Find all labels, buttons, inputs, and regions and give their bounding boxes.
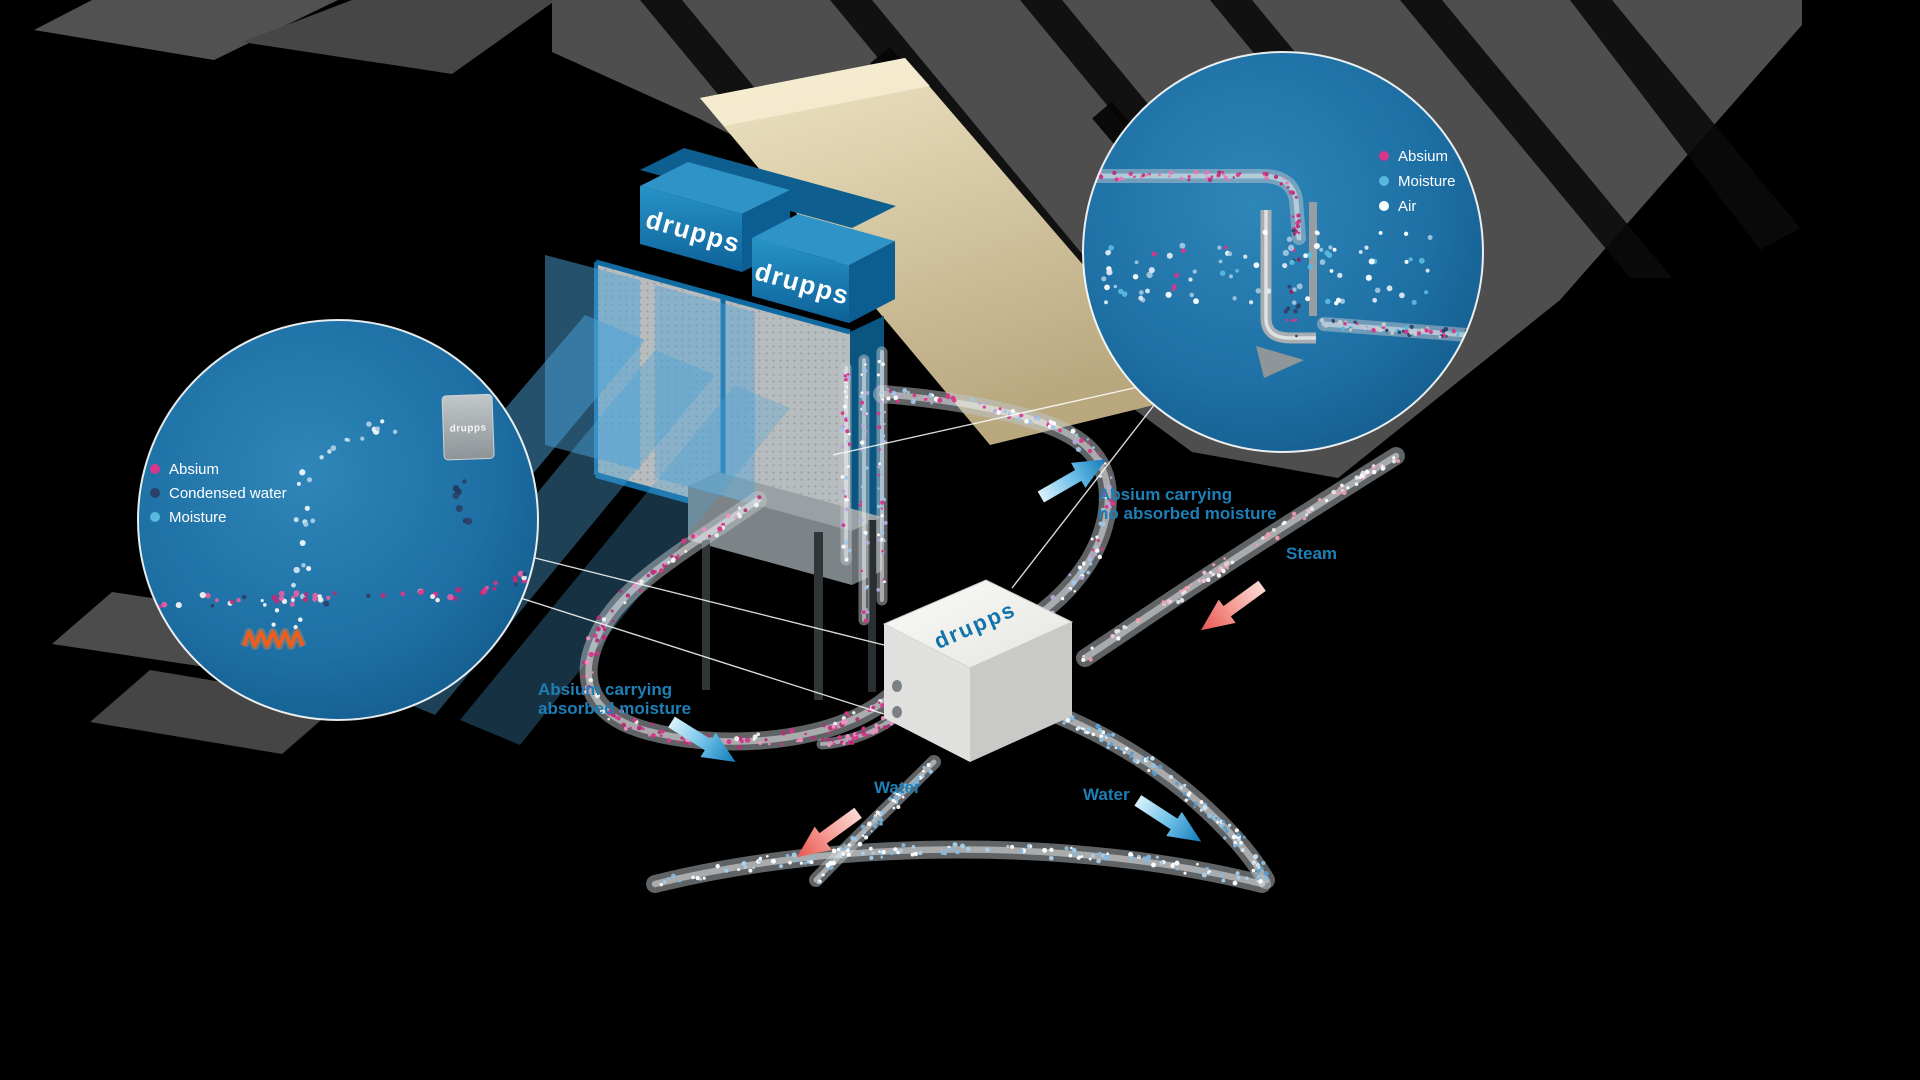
absium-return-label-line2: no absorbed moisture [1098,504,1277,523]
absium-out-label-line1: Absium carrying [538,680,672,699]
left-inset-legend: Absium Condensed water Moisture [150,461,287,526]
left-inset-particles [145,419,528,630]
legend-dot-absium [1379,151,1389,161]
right-inset-callout-2 [1011,399,1159,589]
legend-label-air: Air [1398,198,1416,215]
left-inset-border [137,319,539,721]
right-inset-pipes [1094,176,1480,378]
legend-dot-moisture [150,512,160,522]
absium-return-label-line1: Absium carrying [1098,485,1232,504]
right-inset-legend: Absium Moisture Air [1379,148,1456,215]
left-inset: drupps Absium Condensed water Moisture [137,319,539,721]
right-inset: Absium Moisture Air [1082,51,1484,453]
beige-beam [700,58,1195,445]
legend-label-absium: Absium [1398,148,1448,165]
left-inset-callout-1 [526,555,885,646]
steam-label: Steam [1286,544,1337,563]
left-inset-callout-2 [507,593,885,715]
water-right-label: Water [1083,785,1130,804]
legend-label-moisture: Moisture [1398,173,1456,190]
roof-stub-left [34,0,338,60]
right-inset-callout-1 [832,385,1144,456]
legend-label-moisture: Moisture [169,509,227,526]
chute-spout [1256,346,1304,378]
callout-lines [507,385,1159,715]
legend-dot-moisture [1379,176,1389,186]
legend-label-condensed-water: Condensed water [169,485,287,502]
regenerator-box: drupps [882,579,1074,762]
water-left-label: Water [874,778,921,797]
legend-label-absium: Absium [169,461,219,478]
main-unit: drupps drupps [594,148,896,700]
right-inset-border [1082,51,1484,453]
pipe-particles [582,359,1401,887]
legend-dot-air [1379,201,1389,211]
legend-dot-absium [150,464,160,474]
legend-dot-condensed-water [150,488,160,498]
roof-stub-left-2 [242,0,556,74]
mini-drupps-box-label: drupps [450,422,487,434]
flow-labels: Absium carrying no absorbed moisture Ste… [538,485,1337,804]
lower-left-chevron-2 [90,670,342,754]
mini-drupps-box: drupps [441,393,495,461]
unit-legs [702,520,876,700]
heater-coil [240,628,307,650]
absium-out-label-line2: absorbed moisture [538,699,691,718]
